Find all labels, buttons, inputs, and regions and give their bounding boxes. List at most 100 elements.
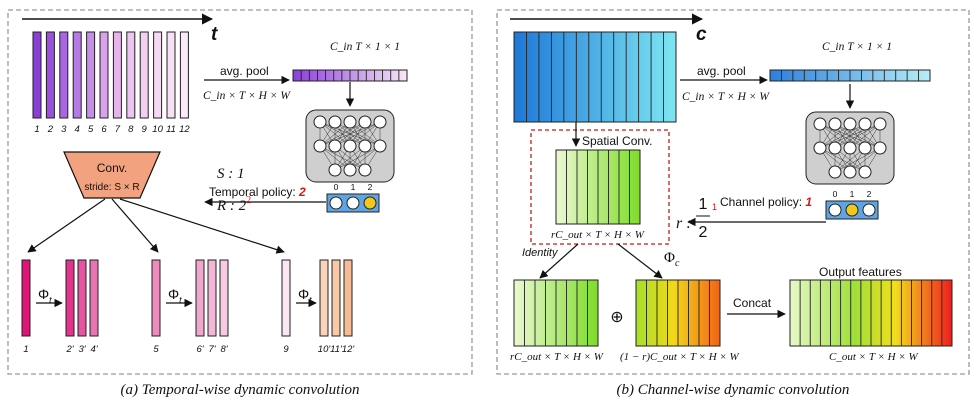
- frame-label: 5: [88, 124, 94, 135]
- temporal-policy-label: Temporal policy: 2: [209, 185, 306, 199]
- frame-label: 1: [34, 124, 39, 135]
- identity-features: [513, 279, 599, 347]
- policy-option-label: 0: [833, 189, 838, 199]
- frame-label: 9: [142, 124, 148, 135]
- net-node: [828, 165, 842, 179]
- net-node: [828, 117, 842, 131]
- output-label: 5: [153, 344, 159, 355]
- policy-option-label: 2: [368, 182, 373, 192]
- output-label: 3': [78, 344, 86, 355]
- frame-label: 8: [128, 124, 134, 135]
- temporal-policy-value: 2: [298, 185, 306, 199]
- input-frame: [99, 31, 109, 119]
- output-label: 8': [220, 344, 228, 355]
- r-numerator: 1: [699, 196, 708, 213]
- net-node: [858, 165, 872, 179]
- dims-output: C_out × T × H × W: [829, 351, 919, 363]
- net-node: [313, 115, 327, 129]
- policy-option-label: 1: [850, 189, 855, 199]
- left-caption: (a) Temporal-wise dynamic convolution: [120, 382, 359, 398]
- input-frame: [126, 31, 136, 119]
- output-label: 7': [208, 344, 216, 355]
- frame-label: 10: [152, 124, 163, 135]
- phi-c-arrow: [617, 243, 663, 279]
- phi-t-label: Φt: [38, 286, 52, 305]
- channel-policy-label: Channel policy: 1: [720, 195, 812, 209]
- r-prefix: r :: [676, 215, 692, 232]
- r-exp-red: 1: [712, 202, 717, 212]
- input-frame: [179, 31, 189, 119]
- net-node: [343, 115, 357, 129]
- policy-option-label: 0: [334, 182, 339, 192]
- output-frame: [343, 259, 353, 337]
- output-features: [789, 279, 953, 347]
- output-label: 1: [23, 344, 28, 355]
- output-label: 11': [330, 344, 343, 355]
- output-label: 4': [90, 344, 98, 355]
- frame-label: 6: [101, 124, 107, 135]
- spatial-conv-label: Spatial Conv.: [582, 134, 652, 148]
- right-pool-out-dims: C_in T × 1 × 1: [822, 41, 892, 53]
- output-frame: [77, 259, 87, 337]
- spatial-conv-output: [555, 149, 641, 225]
- output-label: 9: [283, 344, 289, 355]
- right-policy-box: 0 1 2: [825, 189, 879, 220]
- dims-phi: (1 − r)C_out × T × H × W: [620, 351, 740, 363]
- net-node: [873, 117, 887, 131]
- input-frame: [139, 31, 149, 119]
- conv-title: Conv.: [97, 161, 127, 175]
- input-frame: [112, 31, 122, 119]
- net-node: [358, 139, 372, 153]
- output-frame: [219, 259, 229, 337]
- output-label: 10': [318, 344, 332, 355]
- output-frame-key: [151, 259, 161, 337]
- spatial-dims: rC_out × T × H × W: [551, 229, 645, 241]
- policy-option: [363, 196, 377, 210]
- policy-option-label: 2: [867, 189, 872, 199]
- right-pooled-vector: [769, 69, 931, 82]
- frame-label: 3: [61, 124, 67, 135]
- time-axis-label: t: [211, 24, 218, 45]
- right-policy-network: [805, 111, 895, 185]
- policy-option: [862, 203, 876, 217]
- net-node: [843, 117, 857, 131]
- channel-axis-label: c: [696, 24, 707, 45]
- policy-option: [329, 196, 343, 210]
- output-frame: [89, 259, 99, 337]
- branch-arrow-2: [111, 198, 159, 253]
- net-node: [828, 141, 842, 155]
- output-label: 12': [342, 344, 356, 355]
- frame-label: 2: [47, 124, 54, 135]
- right-panel-frame: [496, 9, 970, 375]
- policy-option: [828, 203, 842, 217]
- phi-c-label: Φc: [664, 250, 680, 269]
- net-node: [328, 139, 342, 153]
- left-pool-label: avg. pool: [220, 64, 269, 78]
- output-label: 2': [65, 344, 74, 355]
- left-pool-out-dims: C_in T × 1 × 1: [330, 41, 400, 53]
- input-frame: [166, 31, 176, 119]
- output-features-label: Output features: [819, 265, 902, 279]
- input-frame: [32, 31, 42, 119]
- frame-label: 12: [179, 124, 190, 135]
- output-frame: [319, 259, 329, 337]
- input-frame: [153, 31, 163, 119]
- blue-channels: [513, 31, 677, 123]
- frame-label: 7: [115, 124, 121, 135]
- frame-label: 11: [166, 124, 176, 135]
- output-label: 6': [196, 344, 204, 355]
- input-frame: [59, 31, 69, 119]
- output-frame: [195, 259, 205, 337]
- net-node: [328, 115, 342, 129]
- concat-label: Concat: [733, 296, 772, 310]
- net-node: [358, 163, 372, 177]
- channel-policy-value: 1: [805, 195, 812, 209]
- dims-identity: rC_out × T × H × W: [510, 351, 604, 363]
- net-node: [373, 115, 387, 129]
- right-caption: (b) Channel-wise dynamic convolution: [617, 382, 850, 398]
- input-frame: [45, 31, 55, 119]
- phi-features: [635, 279, 721, 347]
- net-node: [873, 141, 887, 155]
